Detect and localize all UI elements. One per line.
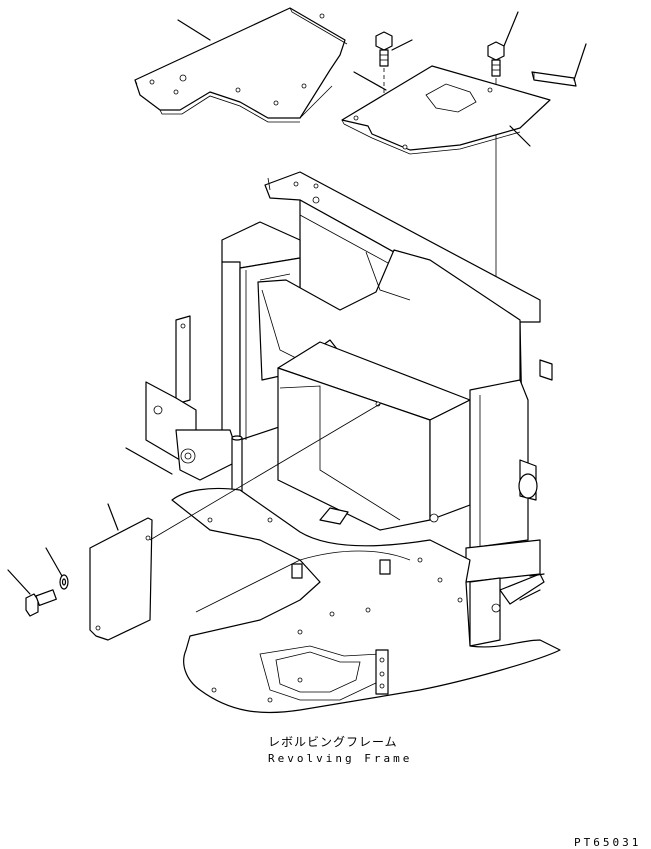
frame-left-bracket (145, 315, 241, 481)
caption-english: Revolving Frame (268, 752, 413, 765)
inspection-cover-plate (89, 403, 381, 641)
frame-center-box (277, 341, 471, 531)
figure-code: PT65031 (574, 836, 642, 849)
washer (45, 547, 69, 590)
bolt-lower-left (7, 569, 57, 617)
floor-cover-plate-right (341, 65, 551, 155)
frame-right-post (465, 359, 553, 647)
floor-cover-plate-left (134, 7, 348, 123)
frame-base-plate (171, 487, 561, 714)
caption-japanese: レボルビングフレーム (268, 735, 398, 749)
seal-strip (531, 43, 587, 87)
leader-line (125, 447, 173, 475)
